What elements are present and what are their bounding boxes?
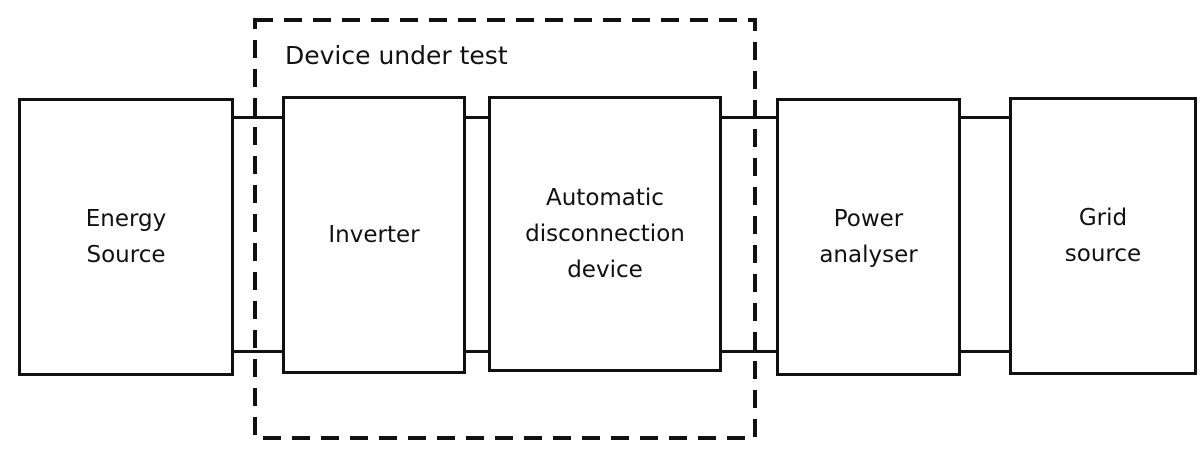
wire-top-inverter-disconnect [463, 116, 491, 119]
energy-source-block: Energy Source [18, 98, 234, 376]
wire-bottom-inverter-disconnect [463, 350, 491, 353]
wire-top-analyser-grid [958, 116, 1012, 119]
wire-top-energy-inverter [231, 116, 285, 119]
wire-bottom-disconnect-analyser [719, 350, 779, 353]
power-analyser-label: Power analyser [819, 206, 918, 268]
energy-source-label: Energy Source [85, 206, 167, 268]
inverter-block: Inverter [282, 96, 466, 374]
disconnection-device-label: Automatic disconnection device [525, 185, 685, 283]
device-under-test-title: Device under test [285, 41, 508, 70]
power-analyser-block: Power analyser [776, 98, 961, 376]
wire-top-disconnect-analyser [719, 116, 779, 119]
grid-source-label: Grid source [1064, 205, 1142, 267]
wire-bottom-energy-inverter [231, 350, 285, 353]
device-under-test-frame [253, 18, 757, 440]
disconnection-device-block: Automatic disconnection device [488, 96, 722, 372]
grid-source-block: Grid source [1009, 97, 1197, 375]
wire-bottom-analyser-grid [958, 350, 1012, 353]
inverter-label: Inverter [328, 222, 420, 248]
